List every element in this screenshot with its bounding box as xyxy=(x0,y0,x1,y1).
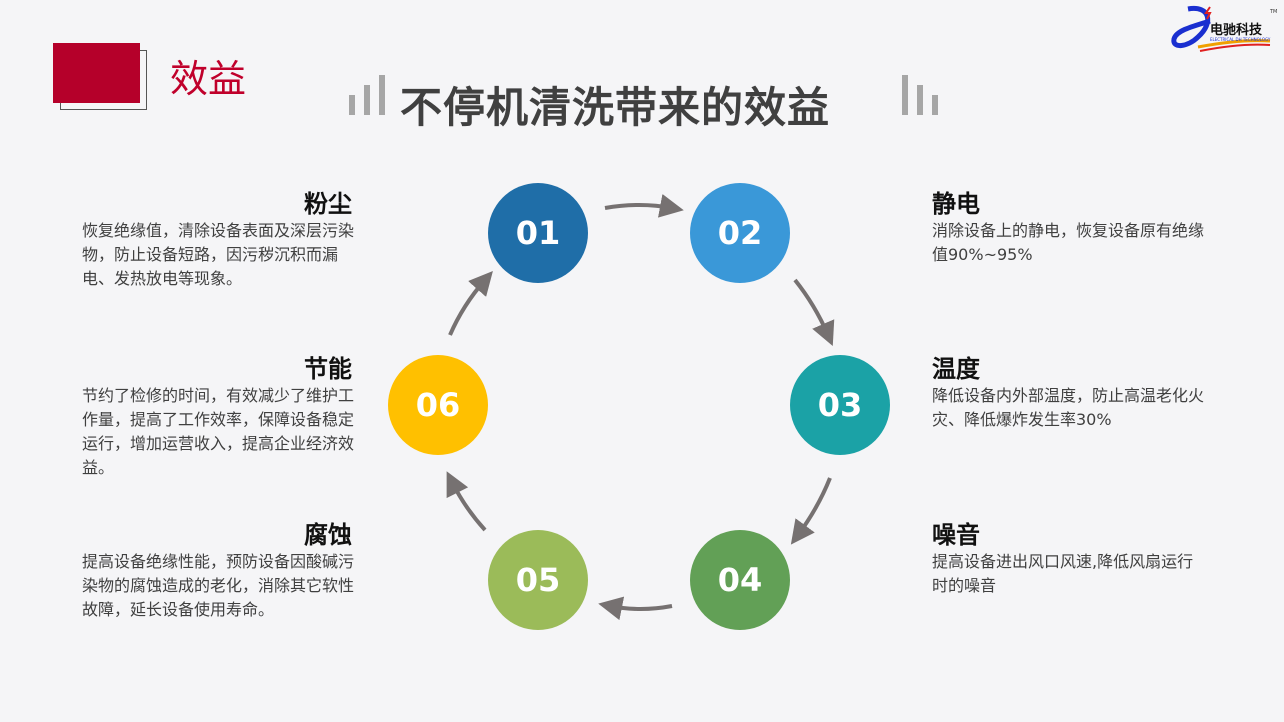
benefit-dust: 粉尘 恢复绝缘值，清除设备表面及深层污染物，防止设备短路，因污秽沉积而漏电、发热… xyxy=(82,184,357,291)
benefit-title: 腐蚀 xyxy=(304,521,352,549)
section-label: 效益 xyxy=(170,57,247,101)
title-decor-bar xyxy=(379,75,385,115)
svg-text:电驰科技: 电驰科技 xyxy=(1210,22,1263,38)
benefit-temperature: 温度 降低设备内外部温度，防止高温老化火灾、降低爆炸发生率30% xyxy=(932,349,1207,432)
arrow-03-04 xyxy=(790,477,832,545)
title-decor-bar xyxy=(349,95,355,115)
step-circle-04: 04 xyxy=(690,530,790,630)
arrow-02-03 xyxy=(793,278,835,347)
benefit-text: 消除设备上的静电，恢复设备原有绝缘值90%~95% xyxy=(932,221,1205,264)
title-decor-bar xyxy=(917,85,923,115)
benefit-corrosion: 腐蚀 提高设备绝缘性能，预防设备因酸碱污染物的腐蚀造成的老化，消除其它软性故障，… xyxy=(82,515,357,622)
title-decor-bar xyxy=(932,95,938,115)
page-title: 不停机清洗带来的效益 xyxy=(400,83,831,132)
arrow-06-01 xyxy=(448,270,493,336)
svg-text:ELECTRICAL DH TECHNOLOGY: ELECTRICAL DH TECHNOLOGY xyxy=(1210,37,1271,42)
step-circle-01: 01 xyxy=(488,183,588,283)
title-decor-bar xyxy=(902,75,908,115)
benefit-title: 节能 xyxy=(304,355,352,383)
company-logo: 电驰科技 ELECTRICAL DH TECHNOLOGY TM xyxy=(1170,3,1282,55)
benefit-energy: 节能 节约了检修的时间，有效减少了维护工作量，提高了工作效率，保障设备稳定运行，… xyxy=(82,349,357,480)
title-decor-bar xyxy=(364,85,370,115)
benefit-title: 粉尘 xyxy=(304,190,352,218)
benefit-static: 静电 消除设备上的静电，恢复设备原有绝缘值90%~95% xyxy=(932,184,1207,267)
step-circle-02: 02 xyxy=(690,183,790,283)
arrow-01-02 xyxy=(604,193,684,218)
benefit-title: 噪音 xyxy=(932,521,980,549)
step-circle-03: 03 xyxy=(790,355,890,455)
svg-text:TM: TM xyxy=(1269,9,1277,15)
benefit-text: 恢复绝缘值，清除设备表面及深层污染物，防止设备短路，因污秽沉积而漏电、发热放电等… xyxy=(82,221,355,288)
benefit-title: 静电 xyxy=(932,190,980,218)
benefit-text: 降低设备内外部温度，防止高温老化火灾、降低爆炸发生率30% xyxy=(932,386,1205,429)
benefit-noise: 噪音 提高设备进出风口风速,降低风扇运行时的噪音 xyxy=(932,515,1207,598)
section-marker xyxy=(53,43,140,103)
step-circle-06: 06 xyxy=(388,355,488,455)
benefit-text: 节约了检修的时间，有效减少了维护工作量，提高了工作效率，保障设备稳定运行，增加运… xyxy=(82,386,355,477)
arrow-05-06 xyxy=(446,471,487,532)
benefit-text: 提高设备进出风口风速,降低风扇运行时的噪音 xyxy=(932,552,1194,595)
benefit-text: 提高设备绝缘性能，预防设备因酸碱污染物的腐蚀造成的老化，消除其它软性故障，延长设… xyxy=(82,552,355,619)
step-circle-05: 05 xyxy=(488,530,588,630)
arrow-04-05 xyxy=(598,596,673,621)
benefit-title: 温度 xyxy=(932,355,980,383)
